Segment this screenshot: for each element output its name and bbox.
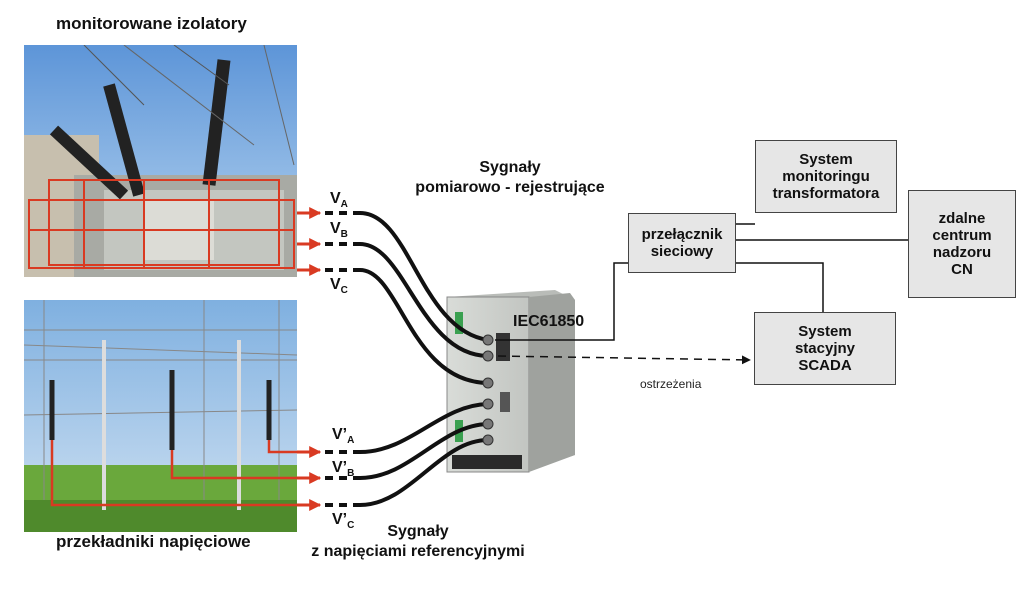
reference-signals-title: Sygnały z napięciami referencyjnymi <box>311 523 525 560</box>
iec61850-label: IEC61850 <box>513 313 585 330</box>
voltage-transformers-photo <box>24 300 297 532</box>
label-vb: VB <box>330 220 348 241</box>
remote-center-box: zdalne centrum nadzoru CN <box>908 190 1016 298</box>
measurement-signals-title: Sygnały pomiarowo - rejestrujące <box>415 159 605 196</box>
warnings-label: ostrzeżenia <box>640 377 702 391</box>
label-vpb: V’B <box>332 459 355 480</box>
insulators-title: monitorowane izolatory <box>56 14 247 33</box>
label-vpa: V’A <box>332 426 355 447</box>
transformers-title: przekładniki napięciowe <box>56 532 251 551</box>
label-vpc: V’C <box>332 511 355 532</box>
warnings-arrow <box>497 355 751 365</box>
label-vc: VC <box>330 276 348 297</box>
label-va: VA <box>330 190 348 211</box>
insulators-photo <box>24 45 297 277</box>
scada-box: System stacyjny SCADA <box>754 312 896 385</box>
transformer-monitoring-box: System monitoringu transformatora <box>755 140 897 213</box>
network-switch-box: przełącznik sieciowy <box>628 213 736 273</box>
